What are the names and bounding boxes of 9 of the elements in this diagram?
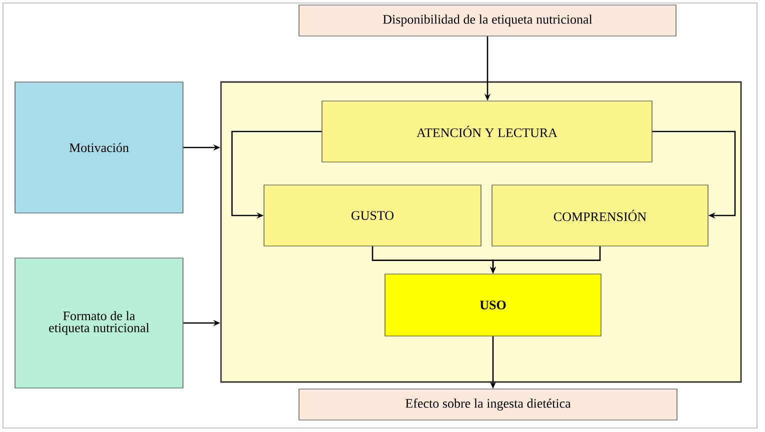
process-box: ATENCIÓN Y LECTURA xyxy=(322,100,652,162)
outcome-box: USO xyxy=(384,274,602,336)
process-box: GUSTO xyxy=(264,184,482,246)
factor-box: Motivación xyxy=(14,82,184,214)
arrow xyxy=(652,130,736,219)
process-box: COMPRENSIÓN xyxy=(492,184,708,246)
factor-box: Formato de la etiqueta nutricional xyxy=(14,258,184,388)
source-box: Disponibilidad de la etiqueta nutricional xyxy=(298,4,676,36)
result-box: Efecto sobre la ingesta dietética xyxy=(298,388,678,420)
